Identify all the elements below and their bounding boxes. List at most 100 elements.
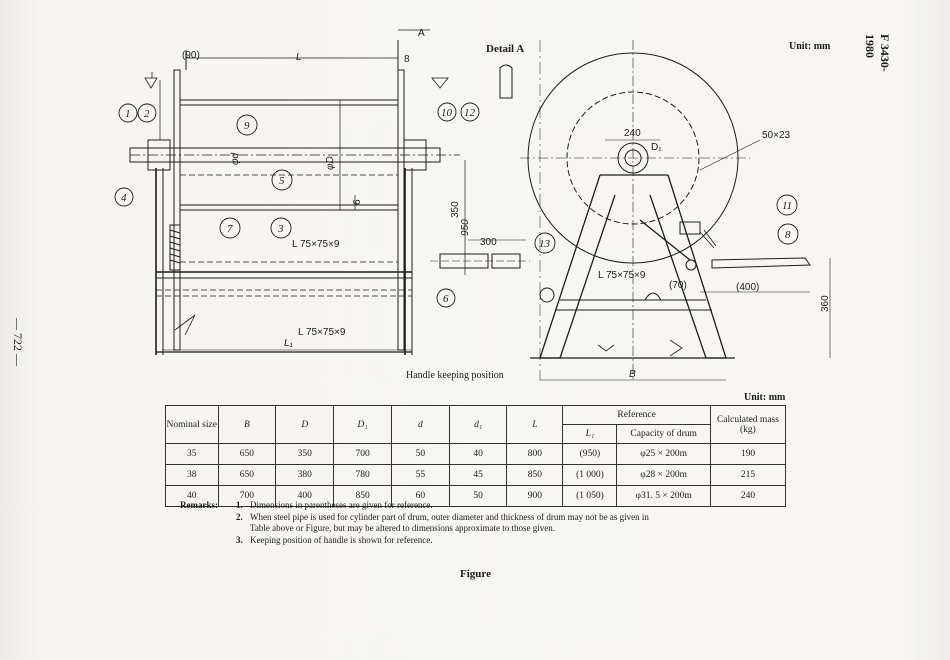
cell: 38 — [165, 464, 219, 486]
table-row: 35 650 350 700 50 40 800 (950) φ25 × 200… — [165, 443, 787, 465]
cell: (1 000) — [562, 464, 618, 486]
balloon-11-label: 11 — [782, 200, 792, 212]
dim-360: 360 — [820, 295, 831, 312]
remark-item: 2. When steel pipe is used for cylinder p… — [236, 511, 670, 535]
balloon-9-label: 9 — [244, 120, 250, 132]
cell: 650 — [217, 464, 277, 486]
remark-item: 1. Dimensions in parentheses are given fo… — [236, 500, 670, 512]
dim-D1: D₁ — [651, 142, 662, 153]
remark-number: 1. — [236, 500, 243, 510]
cell: 190 — [709, 443, 787, 465]
cell: (950) — [562, 443, 618, 465]
cell: 55 — [391, 464, 450, 486]
unit-label-table: Unit: mm — [744, 392, 786, 403]
cell: 215 — [709, 464, 787, 486]
balloon-3-label: 3 — [277, 223, 284, 235]
balloon-4: 4 — [114, 187, 134, 207]
balloon-3: 3 — [270, 217, 292, 239]
cell: φ31. 5 × 200m — [616, 485, 711, 507]
balloon-13: 13 — [534, 232, 556, 254]
col-D1: D₁ — [333, 405, 393, 444]
dim-300: 300 — [480, 237, 497, 248]
cell: φ28 × 200m — [616, 464, 711, 486]
remark-number: 2. — [236, 511, 243, 522]
dim-950: 950 — [460, 219, 471, 236]
right-flange — [397, 69, 405, 351]
dim-B: B — [629, 369, 636, 380]
dim-L1: L₁ — [284, 338, 293, 349]
unit-label-top: Unit: mm — [789, 41, 831, 52]
balloon-13-label: 13 — [539, 238, 551, 250]
spec-table: Nominal size B D D₁ d d₁ L Reference Cal… — [165, 405, 787, 507]
balloon-8-label: 8 — [785, 229, 791, 241]
angle-label-2: L 75×75×9 — [298, 327, 346, 338]
dim-L: L — [296, 52, 302, 63]
page-number: — 722 — — [11, 318, 25, 366]
cell: 650 — [217, 443, 277, 465]
balloon-10: 10 — [437, 102, 457, 122]
balloon-2-label: 2 — [144, 108, 150, 120]
cell: φ25 × 200m — [616, 443, 711, 465]
table-row: 40 700 400 850 60 50 900 (1 050) φ31. 5 … — [165, 485, 787, 507]
dim-70: (70) — [669, 280, 687, 291]
balloon-10-label: 10 — [441, 107, 453, 119]
col-reference: Reference — [562, 405, 711, 425]
col-L: L — [506, 405, 564, 444]
cell: 60 — [391, 485, 450, 507]
balloon-1: 1 — [118, 103, 138, 123]
cell: 35 — [165, 443, 219, 465]
balloon-4-label: 4 — [121, 192, 127, 204]
angle-label-1: L 75×75×9 — [292, 239, 340, 250]
balloon-7: 7 — [219, 217, 241, 239]
col-L1: L₁ — [562, 424, 618, 444]
remark-number: 3. — [236, 534, 243, 545]
cell: 350 — [275, 443, 335, 465]
col-d: d — [391, 405, 450, 444]
dim-phiD: φD — [325, 156, 336, 170]
balloon-6-label: 6 — [443, 293, 449, 305]
cell: 800 — [506, 443, 564, 465]
balloon-11: 11 — [776, 194, 798, 216]
cell: 850 — [506, 464, 564, 486]
cell: (1 050) — [562, 485, 618, 507]
balloon-2: 2 — [137, 103, 157, 123]
remark-text: When steel pipe is used for cylinder par… — [250, 511, 649, 534]
angle-label-3: L 75×75×9 — [598, 270, 646, 281]
dim-90: (90) — [182, 50, 200, 61]
remark-item: 3. Keeping position of handle is shown fo… — [236, 534, 670, 547]
dim-6: 6 — [352, 199, 363, 205]
col-mass: Calculated mass (kg) — [709, 405, 787, 444]
balloon-6: 6 — [436, 288, 456, 308]
dim-50x23: 50×23 — [762, 130, 791, 141]
remark-text: Dimensions in parentheses are given for … — [250, 500, 433, 510]
cell: 45 — [448, 464, 508, 486]
dim-350: 350 — [450, 201, 461, 218]
cell: 700 — [333, 443, 393, 465]
cell: 380 — [275, 464, 335, 486]
cell: 240 — [709, 485, 787, 507]
dim-400: (400) — [736, 282, 759, 293]
doc-code: F 3430-1980 — [863, 34, 892, 72]
balloon-5-label: 5 — [279, 175, 285, 187]
balloon-8: 8 — [777, 223, 799, 245]
balloon-5: 5 — [271, 169, 293, 191]
balloon-1-label: 1 — [125, 108, 131, 120]
col-capacity: Capacity of drum — [616, 424, 711, 444]
cell: 40 — [448, 443, 508, 465]
col-d1: d₁ — [448, 405, 508, 444]
cell: 900 — [506, 485, 564, 507]
dim-8: 8 — [404, 54, 410, 65]
table-row: 38 650 380 780 55 45 850 (1 000) φ28 × 2… — [165, 464, 787, 486]
remark-text: Keeping position of handle is shown for … — [250, 534, 433, 545]
remarks: Remarks: 1.Dimensions in parentheses are… — [180, 500, 670, 546]
cell: 50 — [391, 443, 450, 465]
left-flange — [173, 69, 181, 351]
balloon-12-label: 12 — [464, 107, 476, 119]
balloon-9: 9 — [236, 114, 258, 136]
section-mark: A — [418, 28, 425, 39]
table-header-row: Nominal size B D D₁ d d₁ L Reference Cal… — [165, 405, 787, 444]
cell: 780 — [333, 464, 393, 486]
col-B: B — [217, 405, 277, 444]
handle-caption: Handle keeping position — [406, 370, 504, 381]
